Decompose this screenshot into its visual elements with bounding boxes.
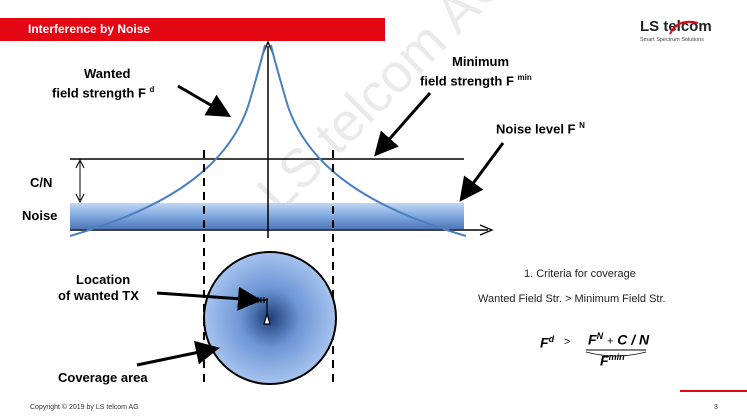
- location-label-line1: Location: [76, 272, 131, 287]
- formula-den: F: [600, 352, 609, 369]
- minimum-label-line1: Minimum: [452, 54, 510, 69]
- noise-level-text: Noise level F: [496, 121, 576, 137]
- formula-num-a-sup: N: [596, 331, 604, 341]
- formula-brace-icon: [585, 351, 647, 357]
- formula-lhs-sup: d: [548, 334, 555, 344]
- formula-lhs: Fd: [540, 334, 554, 351]
- cn-arrow-top-icon: [75, 158, 85, 169]
- logo-tagline: Smart Spectrum Solutions: [640, 37, 704, 43]
- footer-copyright: Copyright © 2019 by LS telcom AG: [30, 404, 139, 411]
- location-pointer-arrow: [156, 286, 262, 311]
- page-title: Interference by Noise: [28, 22, 151, 36]
- formula-denominator: Fmin: [600, 352, 625, 369]
- minimum-pointer-arrow: [374, 92, 432, 157]
- x-axis-arrow-icon: [479, 224, 494, 236]
- title-bar: Interference by Noise: [0, 18, 385, 41]
- formula-plus: +: [606, 335, 614, 348]
- coverage-pointer-arrow: [136, 340, 220, 367]
- cn-arrow-bottom-icon: [75, 193, 85, 204]
- page-number: 3: [714, 404, 718, 411]
- company-logo: LS telcom Smart Spectrum Solutions: [640, 18, 735, 48]
- formula-den-sup: min: [608, 352, 625, 362]
- formula-num-a: F: [588, 331, 597, 348]
- location-label-line2: of wanted TX: [58, 288, 139, 303]
- noise-level-label: Noise level F N: [496, 118, 585, 136]
- criteria-heading: 1. Criteria for coverage: [524, 268, 636, 280]
- wanted-label-text: field strength F: [52, 85, 146, 101]
- formula-num-b: C / N: [617, 331, 650, 348]
- wanted-field-curve-right: [270, 44, 467, 237]
- formula-gt: >: [564, 336, 571, 348]
- coverage-area-label: Coverage area: [58, 370, 148, 385]
- minimum-label-line2: field strength F min: [420, 70, 532, 88]
- noise-level-pointer-arrow: [459, 142, 505, 202]
- formula-lhs-base: F: [540, 334, 549, 351]
- wanted-field-curve: [69, 44, 266, 237]
- formula-numerator: FN + C / N: [588, 331, 649, 348]
- wanted-pointer-arrow: [177, 84, 232, 118]
- cn-label: C/N: [30, 175, 53, 190]
- minimum-label-sup: min: [517, 73, 532, 82]
- coverage-circle: [203, 251, 337, 385]
- noise-band: [70, 203, 464, 229]
- noise-level-sup: N: [579, 121, 585, 130]
- noise-label: Noise: [22, 208, 58, 223]
- wanted-label-sup: d: [149, 85, 155, 94]
- footer-accent-line: [680, 390, 747, 392]
- wanted-label-line2: field strength F d: [52, 82, 154, 100]
- logo-swoosh-icon: [669, 20, 699, 35]
- criteria-condition: Wanted Field Str. > Minimum Field Str.: [478, 293, 666, 305]
- minimum-label-text: field strength F: [420, 73, 514, 89]
- wanted-label-line1: Wanted: [84, 66, 131, 81]
